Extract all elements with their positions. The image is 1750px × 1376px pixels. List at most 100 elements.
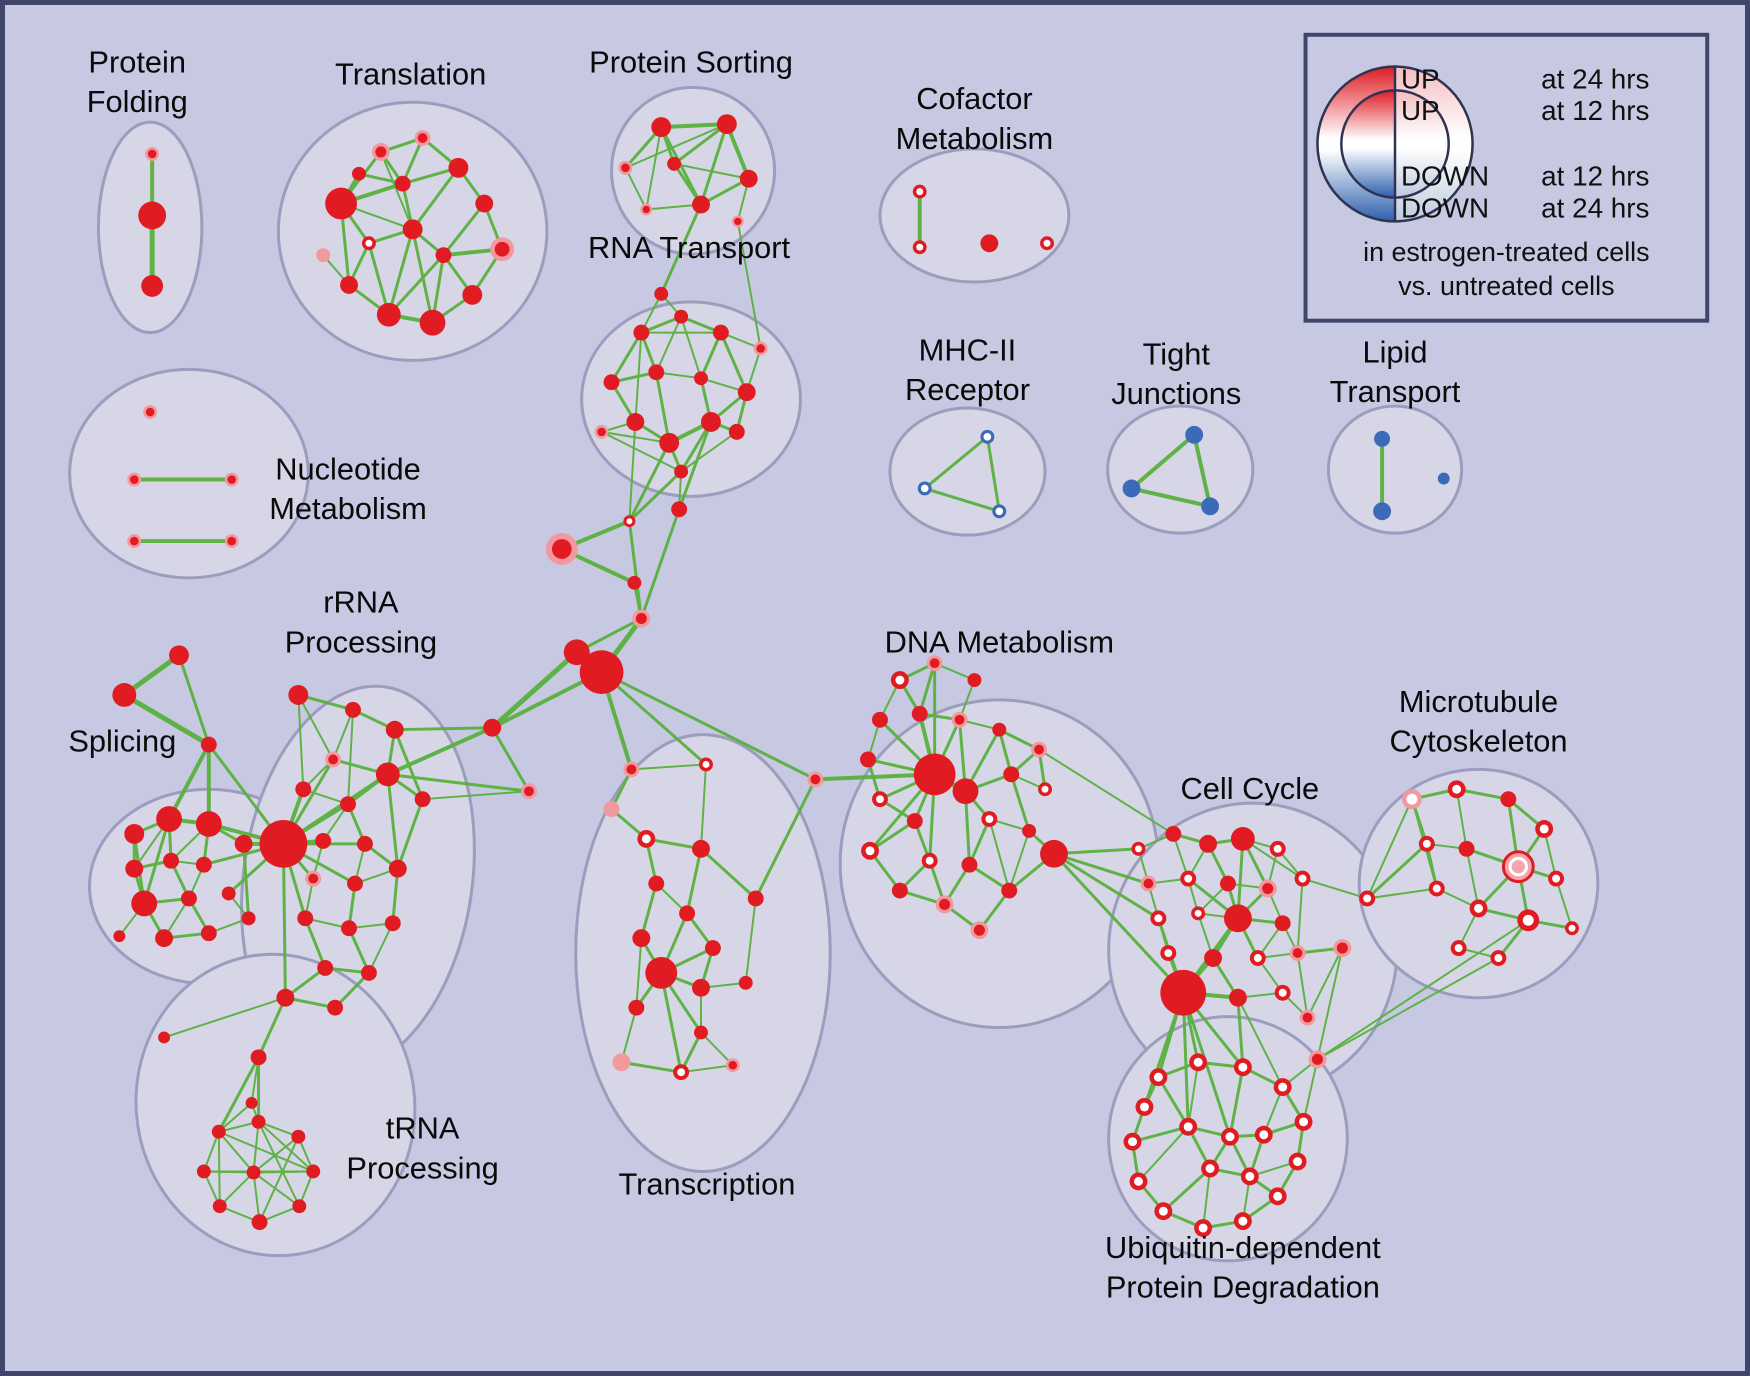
network-edge — [699, 177, 751, 207]
network-node — [385, 720, 404, 739]
network-node — [694, 1025, 708, 1040]
network-node — [1517, 909, 1540, 932]
network-edge — [441, 202, 486, 257]
network-node — [1150, 910, 1167, 927]
network-edge — [257, 996, 287, 1059]
cluster-label-nucleotide-metabolism: Nucleotide — [275, 452, 421, 487]
network-node — [728, 423, 745, 440]
network-edge — [624, 166, 648, 211]
network-edge — [1366, 798, 1413, 900]
network-node — [483, 718, 502, 737]
network-node — [305, 870, 322, 887]
network-edge — [673, 162, 750, 180]
network-node — [1233, 1058, 1252, 1077]
network-node — [648, 364, 665, 381]
network-node — [1194, 1219, 1213, 1237]
cluster-label-protein-folding: Protein — [88, 45, 186, 80]
network-node — [345, 701, 361, 718]
network-edge — [387, 227, 415, 317]
network-edge — [1052, 852, 1185, 995]
cluster-ellipse-trna-processing — [134, 952, 417, 1258]
network-node — [692, 839, 710, 858]
network-node — [1180, 870, 1197, 887]
network-node — [699, 757, 713, 772]
network-edge — [252, 1171, 261, 1224]
network-node — [1565, 921, 1579, 936]
network-node — [1199, 834, 1218, 853]
network-edge — [1008, 829, 1031, 892]
network-edge — [655, 315, 683, 374]
cluster-label-tight-junctions: Tight — [1143, 336, 1211, 371]
cluster-label-dna-metabolism: DNA Metabolism — [885, 624, 1114, 659]
network-node — [291, 1129, 306, 1144]
network-node — [917, 481, 932, 496]
network-edge — [600, 430, 683, 473]
network-edge — [967, 817, 991, 867]
network-node — [594, 424, 609, 439]
network-node — [1038, 782, 1052, 797]
network-node — [628, 999, 645, 1016]
network-node — [1450, 940, 1467, 957]
network-node — [632, 609, 651, 628]
network-node — [251, 1214, 268, 1231]
network-edge — [252, 1171, 301, 1208]
network-node — [1160, 969, 1207, 1016]
network-node — [861, 841, 879, 860]
network-node — [637, 829, 656, 848]
network-edge — [1162, 1167, 1212, 1213]
network-node — [384, 915, 401, 932]
cluster-ellipse-mhc-ii-receptor — [888, 406, 1047, 537]
cluster-label-splicing: Splicing — [68, 724, 176, 759]
network-node — [127, 534, 142, 549]
network-node — [394, 175, 411, 192]
network-node — [1249, 950, 1266, 966]
network-edge — [619, 1060, 683, 1074]
network-node — [603, 374, 620, 391]
network-edge — [252, 1135, 300, 1174]
network-node — [156, 806, 182, 832]
cluster-label-mhc-ii-receptor: Receptor — [905, 372, 1030, 407]
network-edge — [645, 126, 663, 211]
network-node — [632, 929, 651, 948]
network-edge — [627, 441, 671, 523]
network-edge — [303, 916, 327, 970]
network-node — [1154, 1202, 1173, 1221]
network-node — [1428, 880, 1445, 897]
network-node — [1500, 791, 1517, 808]
network-node — [1240, 1167, 1259, 1186]
network-edge — [600, 670, 708, 766]
network-node — [352, 166, 366, 181]
network-edge — [1316, 957, 1500, 1061]
network-edge — [217, 1130, 221, 1208]
network-edge — [677, 420, 713, 511]
network-node — [1333, 939, 1352, 958]
network-edge — [700, 763, 707, 850]
network-node — [674, 464, 689, 479]
network-edge — [923, 486, 1001, 513]
network-edge — [644, 837, 703, 851]
network-node — [654, 286, 669, 301]
network-node — [1179, 1117, 1198, 1136]
network-node — [1201, 1159, 1220, 1178]
network-node — [388, 859, 407, 878]
network-node — [712, 324, 729, 341]
network-edge — [685, 847, 703, 915]
network-node — [246, 1165, 261, 1180]
network-edge — [242, 842, 251, 920]
network-node — [1220, 875, 1236, 892]
network-node — [603, 801, 620, 818]
network-edge — [1366, 887, 1438, 900]
network-edge — [258, 1135, 300, 1224]
network-edge — [1236, 996, 1284, 1089]
network-node — [356, 835, 373, 852]
network-node — [250, 1049, 267, 1066]
network-node — [195, 811, 222, 837]
network-edge — [600, 670, 817, 781]
network-edge — [635, 937, 643, 1009]
network-node — [970, 921, 989, 940]
network-edge — [1555, 877, 1573, 930]
cluster-ellipse-lipid-transport — [1326, 404, 1464, 535]
network-node — [694, 371, 708, 386]
